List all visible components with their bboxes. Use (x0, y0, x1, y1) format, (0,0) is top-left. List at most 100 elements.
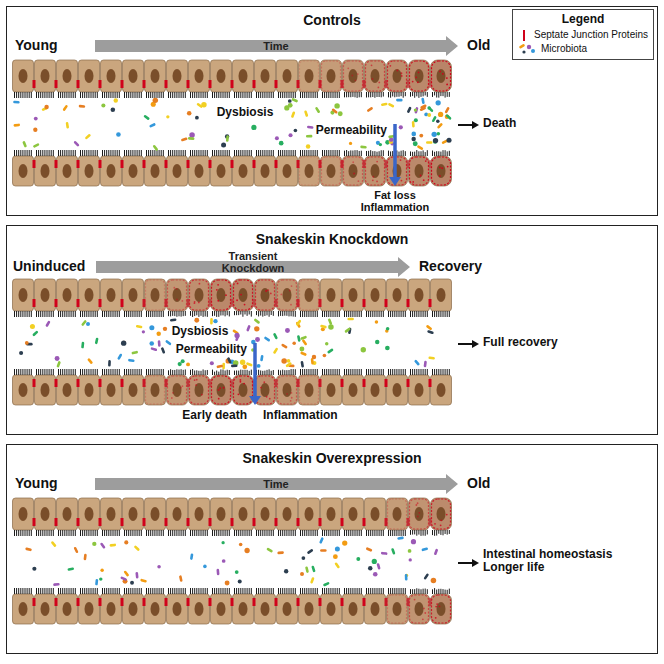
microvillus (256, 311, 257, 315)
microvillus (289, 588, 290, 594)
microbe (116, 132, 121, 137)
septate-junction (143, 160, 146, 168)
microvillus (22, 369, 23, 375)
microvillus (280, 530, 281, 536)
microbe (328, 318, 333, 325)
nucleus (305, 507, 314, 521)
enterocyte (123, 279, 144, 311)
septate-junction (341, 299, 344, 307)
microvillus (414, 311, 415, 317)
microbe (170, 318, 177, 321)
microvillus (377, 152, 378, 156)
junction-protein (389, 65, 391, 67)
microvillus (379, 530, 380, 536)
microvillus (110, 150, 111, 156)
microvillus (242, 311, 243, 317)
enterocyte (233, 156, 254, 186)
nucleus (305, 69, 314, 83)
microvillus (124, 530, 125, 536)
enterocyte (299, 594, 320, 624)
microvillus (447, 590, 448, 594)
microbe (319, 537, 324, 544)
junction-protein (376, 180, 378, 182)
microvillus (88, 92, 89, 98)
nucleus (393, 69, 402, 83)
microbe (142, 330, 145, 333)
enterocyte (13, 498, 34, 530)
microvillus (438, 151, 439, 156)
enterocyte (123, 594, 144, 624)
microvillus (71, 530, 72, 536)
microvillus (313, 92, 314, 98)
enterocyte (13, 594, 34, 624)
junction-protein (265, 290, 267, 292)
junction-protein (401, 75, 403, 77)
microbe (288, 103, 293, 108)
junction-protein (446, 84, 448, 86)
microvillus (49, 588, 50, 594)
enterocyte (57, 498, 78, 530)
microvillus (423, 92, 424, 96)
microvillus (102, 369, 103, 375)
microvillus (31, 588, 32, 594)
microvillus (16, 369, 17, 375)
microvillus (88, 311, 89, 317)
microvillus (337, 92, 338, 98)
microvillus (304, 92, 305, 98)
junction-protein (196, 379, 198, 381)
microvillus (366, 369, 367, 375)
microvillus (115, 369, 116, 375)
microvillus (29, 588, 30, 594)
enterocyte (189, 594, 210, 624)
microvillus (366, 588, 367, 594)
nucleus (327, 507, 336, 521)
microvillus (179, 92, 180, 98)
microvillus (238, 311, 239, 315)
microvillus (258, 370, 259, 375)
microvillus (185, 530, 186, 536)
nucleus (305, 383, 314, 397)
microvillus (115, 311, 116, 317)
microvillus (335, 150, 336, 156)
enterocyte (167, 498, 188, 530)
microbe (255, 337, 260, 342)
microvillus (438, 92, 439, 98)
microvillus (236, 370, 237, 375)
microvillus (201, 92, 202, 98)
annotation: Intestinal homeostasis Longer life (482, 548, 644, 575)
mislocalized-junction (432, 157, 451, 185)
annotation: Full recovery (482, 336, 559, 349)
microbe (178, 362, 182, 366)
microvillus (370, 588, 371, 594)
enterocyte (123, 60, 144, 92)
microvillus (311, 588, 312, 594)
microvillus (40, 311, 41, 317)
septate-junction (429, 299, 432, 307)
panel-title: Snakeskin Knockdown (7, 231, 657, 248)
enterocyte (387, 594, 408, 624)
microvillus (438, 589, 439, 594)
nucleus (371, 69, 380, 83)
nucleus (371, 507, 380, 521)
microvillus (410, 530, 411, 535)
microvillus (302, 150, 303, 156)
nucleus (349, 507, 358, 521)
septate-junction (121, 80, 124, 88)
enterocyte (343, 594, 364, 624)
microvillus (148, 530, 149, 536)
microvillus (405, 151, 406, 156)
microvillus (71, 369, 72, 375)
microbe (161, 347, 166, 354)
microbe (240, 360, 245, 365)
microvillus (262, 530, 263, 536)
legend-title: Legend (518, 12, 648, 27)
microvillus (88, 530, 89, 536)
microvillus (317, 588, 318, 594)
septate-junction (341, 379, 344, 387)
nucleus (371, 164, 380, 178)
microvillus (333, 530, 334, 536)
microvillus (152, 369, 153, 375)
enterocyte (255, 60, 276, 92)
enterocyte (101, 498, 122, 530)
enterocyte (211, 375, 232, 405)
